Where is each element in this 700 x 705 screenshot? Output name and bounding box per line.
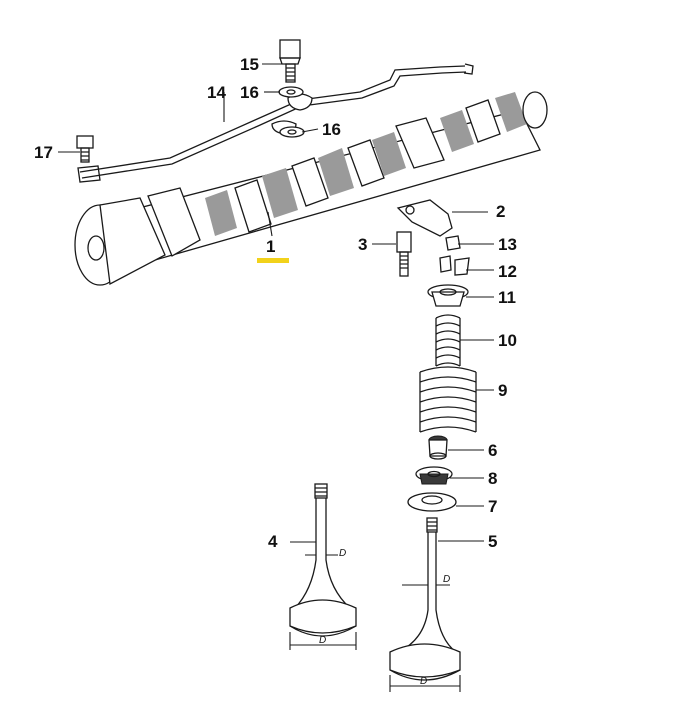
dim-d-stem-5: D xyxy=(443,574,450,585)
part-1-highlight xyxy=(257,258,289,263)
callout-6: 6 xyxy=(488,441,497,460)
outer-spring xyxy=(419,366,477,433)
callout-8: 8 xyxy=(488,469,497,488)
callout-12: 12 xyxy=(498,262,517,281)
rocker-arm xyxy=(396,199,453,237)
dim-d-stem-4: D xyxy=(339,548,346,559)
callout-1: 1 xyxy=(266,237,275,256)
callout-17: 17 xyxy=(34,143,53,162)
dim-d-head-5: D xyxy=(420,676,427,687)
callout-14: 14 xyxy=(207,83,226,102)
stem-seal xyxy=(428,435,448,460)
inner-spring xyxy=(435,314,461,367)
adjuster-screw xyxy=(396,231,412,277)
callout-9: 9 xyxy=(498,381,507,400)
valve-4 xyxy=(289,483,357,650)
callouts: 15 16 14 16 17 1 2 3 13 12 11 10 9 6 8 7… xyxy=(34,55,517,687)
callout-11: 11 xyxy=(498,288,516,307)
callout-16-top: 16 xyxy=(240,83,259,102)
callout-3: 3 xyxy=(358,235,367,254)
callout-2: 2 xyxy=(496,202,505,221)
callout-5: 5 xyxy=(488,532,497,551)
spring-seat-8 xyxy=(415,466,453,485)
dim-d-head-4: D xyxy=(319,635,326,646)
valve-5 xyxy=(389,517,461,692)
leader-lines xyxy=(58,63,494,543)
callout-13: 13 xyxy=(498,235,517,254)
camshaft xyxy=(74,91,548,286)
washer-7 xyxy=(407,492,457,512)
bolt-17 xyxy=(76,135,94,163)
oil-pipe xyxy=(77,63,474,183)
washer-16-bottom xyxy=(279,126,305,138)
callout-10: 10 xyxy=(498,331,517,350)
callout-16-bottom: 16 xyxy=(322,120,341,139)
washer-16-top xyxy=(278,86,304,98)
keeper-13 xyxy=(439,235,461,273)
callout-4: 4 xyxy=(268,532,278,551)
bolt-15 xyxy=(279,39,301,83)
keeper-12 xyxy=(454,257,470,276)
spring-retainer xyxy=(427,284,469,307)
callout-15: 15 xyxy=(240,55,259,74)
callout-7: 7 xyxy=(488,497,497,516)
